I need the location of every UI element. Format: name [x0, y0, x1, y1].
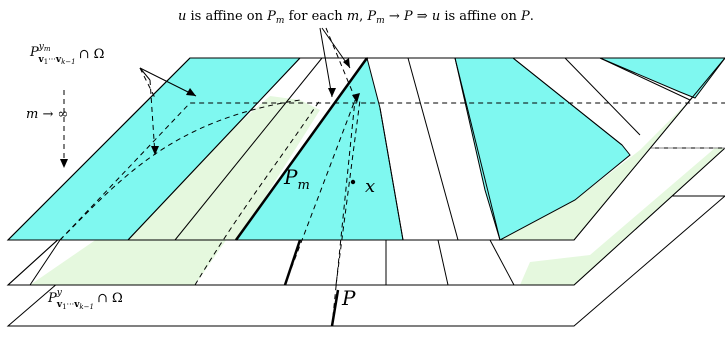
strip-line — [29, 239, 61, 286]
dashed-lines — [59, 99, 361, 327]
dashed-curve-green — [194, 99, 321, 286]
Pm-label: Pm — [283, 165, 310, 193]
dashed-line-center-a — [284, 99, 356, 286]
dashed-line-center-b — [331, 99, 356, 327]
top-layer-outline — [6, 57, 725, 241]
arrow-head — [328, 88, 336, 97]
limit-label: m → ∞ — [26, 107, 68, 122]
caption-arrows — [319, 27, 360, 104]
point-x — [350, 179, 356, 185]
dashed-curve-left — [59, 99, 301, 241]
label-arrow — [139, 67, 156, 99]
strip-line — [454, 57, 501, 241]
strip-line — [407, 57, 459, 241]
strip-line — [437, 239, 449, 286]
arrow-head — [352, 93, 360, 103]
caption: u is affine on Pm for each m, Pm → P ⇒ u… — [178, 9, 534, 26]
P-line — [330, 289, 340, 327]
caption-arrow-dashed — [325, 27, 358, 104]
Pm-line — [234, 57, 369, 241]
arrow-head — [60, 159, 68, 168]
label-arrow-dashed — [149, 79, 156, 156]
middle-green-right — [520, 148, 725, 285]
dashed-line-center-c — [335, 99, 361, 286]
label-arrow — [139, 67, 197, 97]
strip-line — [127, 57, 301, 241]
strip-line — [512, 57, 623, 146]
Pm-line-lower — [283, 239, 302, 286]
label-arrow — [139, 67, 151, 81]
label-arrows — [60, 67, 197, 168]
arrow-head — [151, 146, 159, 155]
strip-line — [599, 57, 691, 101]
strip-line — [489, 239, 515, 286]
strip-line — [379, 107, 404, 241]
arrow-head — [186, 88, 196, 96]
top-green-left — [128, 96, 320, 240]
arrow-head — [343, 58, 350, 68]
P-label: P — [341, 286, 356, 310]
strip-line — [564, 57, 641, 136]
caption-arrow — [319, 27, 333, 98]
x-label: x — [365, 176, 375, 197]
bold-lines — [234, 57, 369, 327]
strip-line — [174, 57, 323, 241]
lower-strip-lines — [29, 239, 515, 286]
